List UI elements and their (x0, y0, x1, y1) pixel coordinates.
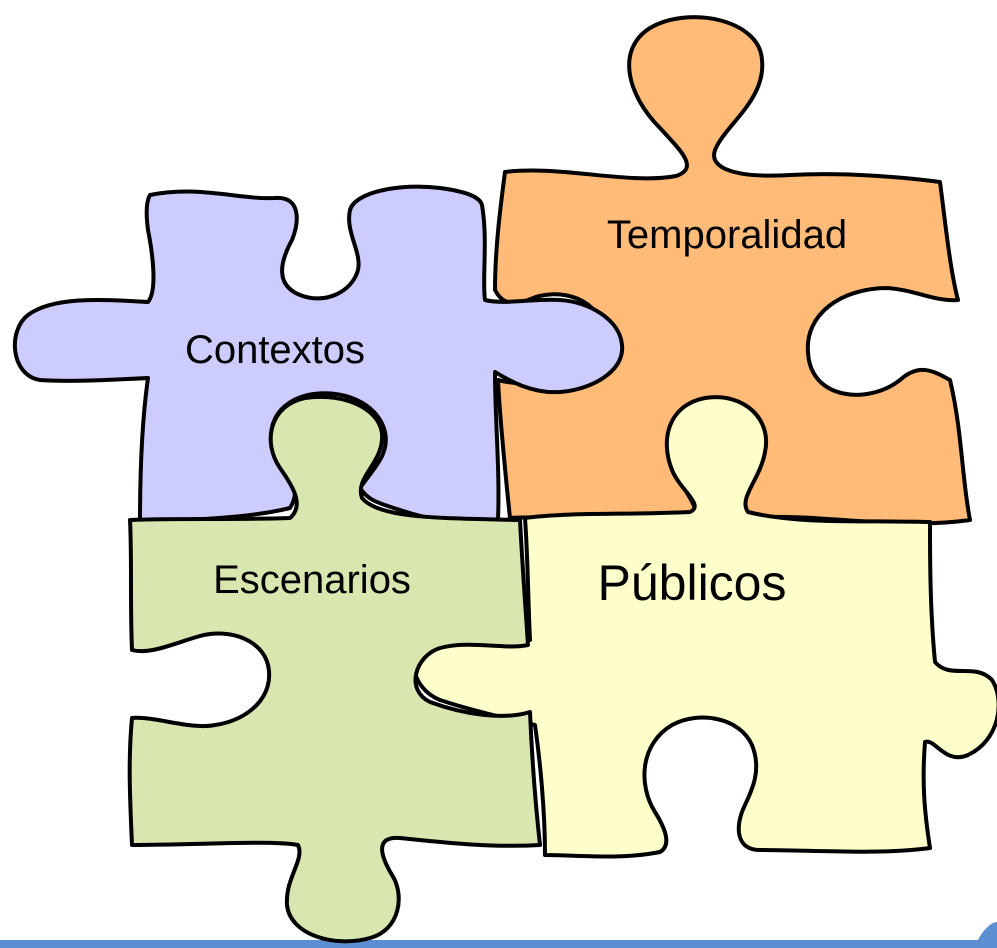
piece-temporalidad: Temporalidad (493, 15, 972, 526)
piece-contextos: Contextos (12, 184, 625, 526)
bottom-bar (0, 940, 997, 948)
piece-escenarios: Escenarios (127, 394, 542, 944)
label-contextos: Contextos (185, 328, 365, 372)
logo-fragment-icon (975, 922, 997, 948)
label-temporalidad: Temporalidad (607, 213, 847, 257)
label-publicos: Públicos (598, 555, 787, 611)
label-escenarios: Escenarios (213, 558, 411, 602)
